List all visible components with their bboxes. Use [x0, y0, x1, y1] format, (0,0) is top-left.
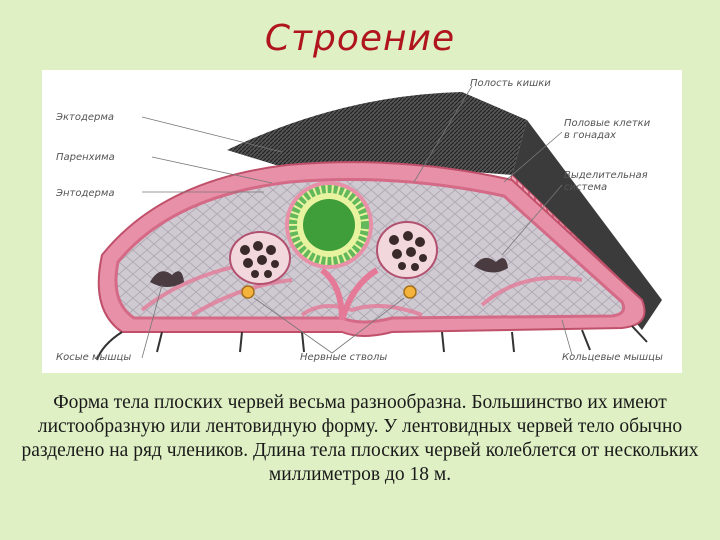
label-gut-cavity: Полость кишки — [470, 78, 551, 89]
label-parenchyma: Паренхима — [56, 152, 115, 163]
label-excretory-2: система — [564, 182, 607, 193]
cilia-right — [512, 120, 662, 330]
label-sex-cells-1: Половые клетки — [564, 118, 651, 129]
slide-caption: Форма тела плоских червей весьма разнооб… — [21, 392, 699, 485]
cilia-bottom — [96, 325, 648, 361]
label-oblique-muscles: Косые мышцы — [56, 352, 131, 363]
label-excretory-1: Выделительная — [564, 170, 648, 181]
cilia-top — [227, 92, 527, 175]
excretory-organ-right — [474, 257, 508, 273]
excretory-organ-left — [150, 271, 184, 287]
cross-section-diagram: Эктодерма Паренхима Энтодерма Полость ки… — [55, 78, 663, 363]
label-ectoderm: Эктодерма — [55, 112, 114, 123]
slide-title: Строение — [264, 18, 456, 59]
label-sex-cells-2: в гонадах — [564, 130, 616, 141]
parenchyma-area — [114, 177, 626, 324]
nerve-trunk-left — [241, 285, 255, 299]
label-nerve-trunks: Нервные стволы — [300, 352, 387, 363]
flatworm-cross-section-figure: Эктодерма Паренхима Энтодерма Полость ки… — [42, 70, 682, 373]
nerve-trunk-right — [403, 285, 417, 299]
label-endoderm: Энтодерма — [55, 188, 115, 199]
label-circular-muscles: Кольцевые мышцы — [562, 352, 663, 363]
